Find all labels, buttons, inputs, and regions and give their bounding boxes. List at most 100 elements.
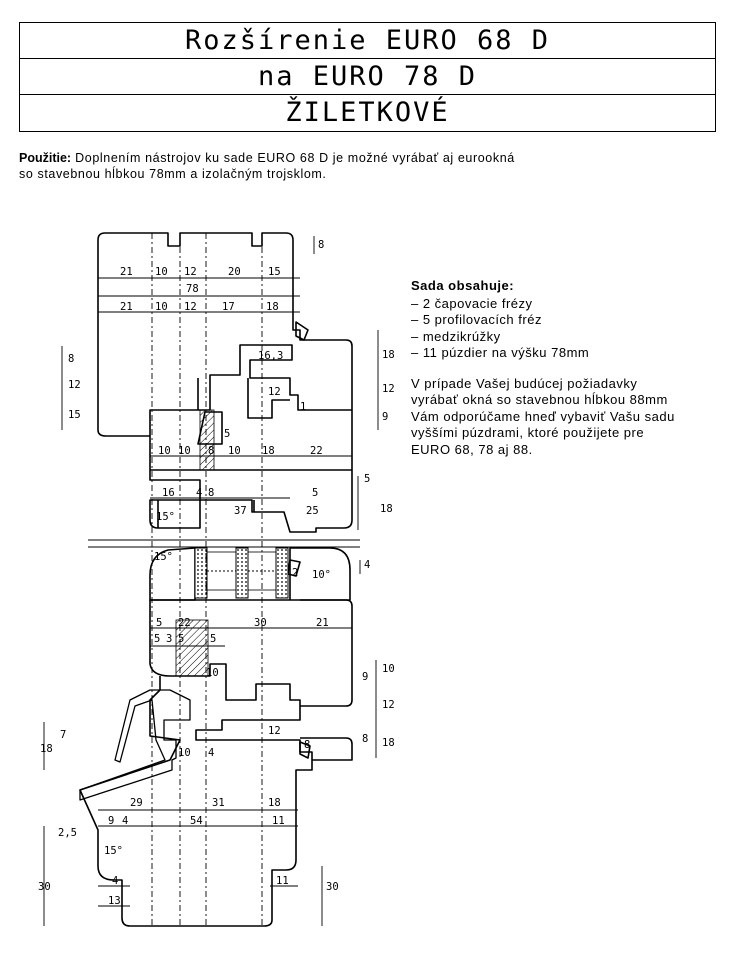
title-line-2: na EURO 78 D <box>20 60 715 95</box>
dim-label: 12 <box>68 379 81 391</box>
kit-note-line: vyššími púzdrami, ktoré použijete pre <box>411 425 645 440</box>
frame-right <box>300 599 353 761</box>
dim-label: 12 <box>268 386 281 398</box>
kit-note: V prípade Vašej budúcej požiadavky vyráb… <box>411 376 731 459</box>
dim-label: 12 <box>268 725 281 737</box>
dim-label: 16,3 <box>258 350 283 362</box>
title-line-1: Rozšírenie EURO 68 D <box>20 24 715 59</box>
dim-label: 9 <box>362 671 368 683</box>
title-line-3: ŽILETKOVÉ <box>285 97 450 128</box>
usage-text: Použitie: Doplnením nástrojov ku sade EU… <box>19 150 639 182</box>
dim-label: 78 <box>186 283 199 295</box>
dim-label: 5 <box>156 617 162 629</box>
dim-label: 22 <box>178 617 191 629</box>
dim-label: 18 <box>266 301 279 313</box>
title-box: Rozšírenie EURO 68 D na EURO 78 D ŽILETK… <box>19 22 716 132</box>
usage-label: Použitie: <box>19 151 72 165</box>
dim-label: 25 <box>306 505 319 517</box>
dim-label: 15° <box>154 551 173 563</box>
sash-profile <box>97 232 353 533</box>
dim-label: 30 <box>38 881 51 893</box>
dim-label: 18 <box>380 503 393 515</box>
dim-label: 2 <box>292 567 298 579</box>
hatch-insert-top <box>199 409 215 471</box>
kit-item: medzikrúžky <box>411 329 731 346</box>
dim-label: 11 <box>276 875 289 887</box>
dim-label: 8 <box>318 239 324 251</box>
kit-list: 2 čapovacie frézy 5 profilovacích fréz m… <box>411 296 731 362</box>
dim-label: 54 <box>190 815 203 827</box>
kit-contents: Sada obsahuje: 2 čapovacie frézy 5 profi… <box>411 278 731 458</box>
dim-label: 8 <box>208 445 214 457</box>
dim-label: 18 <box>40 743 53 755</box>
frame-profile <box>79 547 351 927</box>
sash-left-block <box>97 240 150 437</box>
dim-label: 10 <box>228 445 241 457</box>
dim-label: 20 <box>228 266 241 278</box>
kit-item: 11 púzdier na výšku 78mm <box>411 345 731 362</box>
dim-label: 12 <box>382 699 395 711</box>
seal-bottom <box>299 741 311 759</box>
sash-groove <box>247 378 290 419</box>
drip-rail <box>79 689 191 801</box>
kit-item: 2 čapovacie frézy <box>411 296 731 313</box>
seal-glass <box>287 559 301 577</box>
dim-label: 10 <box>206 667 219 679</box>
dim-label: 18 <box>382 737 395 749</box>
dim-label: 8 <box>304 739 310 751</box>
dim-label: 2,5 <box>58 827 77 839</box>
dim-label: 5 <box>154 633 160 645</box>
dim-label: 7 <box>60 729 66 741</box>
dim-label: 30 <box>326 881 339 893</box>
dim-label: 5 <box>312 487 318 499</box>
dim-label: 22 <box>310 445 323 457</box>
kit-note-line: vyrábať okná so stavebnou hĺbkou 88mm <box>411 392 668 407</box>
dim-label: 18 <box>268 797 281 809</box>
usage-line-1: Doplnením nástrojov ku sade EURO 68 D je… <box>75 151 515 165</box>
dim-label: 13 <box>108 895 121 907</box>
dim-label: 21 <box>316 617 329 629</box>
dim-label: 21 <box>120 266 133 278</box>
dim-label: 9 <box>108 815 114 827</box>
dim-label: 10 <box>155 266 168 278</box>
dim-label: 10 <box>178 445 191 457</box>
dim-label: 4 <box>208 747 214 759</box>
dim-label: 8 <box>362 733 368 745</box>
dim-label: 8 <box>68 353 74 365</box>
dim-label: 30 <box>254 617 267 629</box>
kit-note-line: EURO 68, 78 aj 88. <box>411 441 533 457</box>
dim-label: 10 <box>178 747 191 759</box>
sash-lower <box>150 469 352 528</box>
dim-label: 9 <box>382 411 388 423</box>
dim-label: 37 <box>234 505 247 517</box>
dim-label: 4 <box>364 559 370 571</box>
kit-note-line: Vám odporúčame hneď vybaviť Vašu sadu <box>411 408 675 424</box>
dim-label: 5 <box>178 633 184 645</box>
dim-label: 16 <box>162 487 175 499</box>
dim-label: 15 <box>68 409 81 421</box>
dim-label: 8 <box>208 487 214 499</box>
dim-label: 10 <box>382 663 395 675</box>
dim-label: 4 <box>112 875 118 887</box>
usage-line-2: so stavebnou hĺbkou 78mm a izolačným tro… <box>19 167 327 181</box>
dim-label: 17 <box>222 301 235 313</box>
dim-label: 18 <box>382 349 395 361</box>
triple-glazing <box>194 547 289 599</box>
dim-label: 1 <box>300 401 306 413</box>
seal-top <box>295 321 309 341</box>
dim-label: 15° <box>104 845 123 857</box>
dim-label: 3 <box>166 633 172 645</box>
dim-label: 21 <box>120 301 133 313</box>
dim-label: 11 <box>272 815 285 827</box>
dim-label: 5 <box>364 473 370 485</box>
dim-label: 12 <box>184 301 197 313</box>
dim-label: 10 <box>155 301 168 313</box>
dim-label: 12 <box>382 383 395 395</box>
hatch-insert-bottom <box>175 619 209 677</box>
dim-label: 4 <box>122 815 128 827</box>
dim-label: 5 <box>224 428 230 440</box>
kit-note-line: V prípade Vašej budúcej požiadavky <box>411 375 638 391</box>
dim-label: 5 <box>210 633 216 645</box>
dim-label: 15° <box>156 511 175 523</box>
